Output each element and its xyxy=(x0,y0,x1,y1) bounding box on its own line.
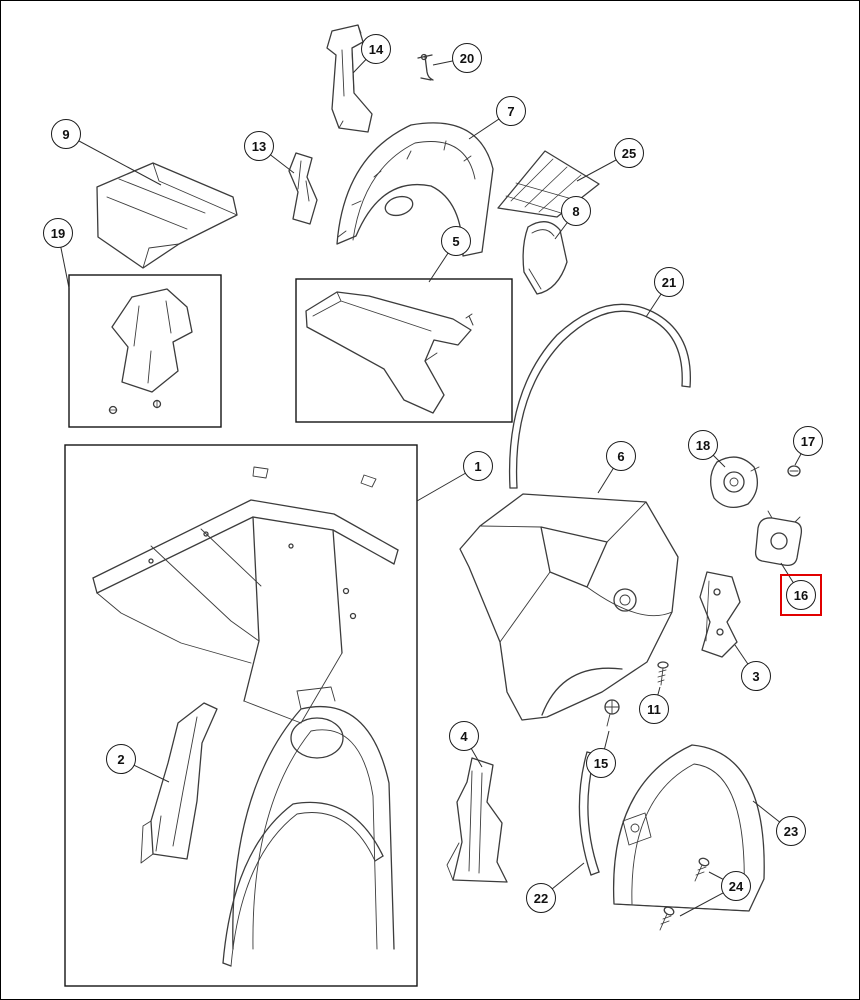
callout-14[interactable]: 14 xyxy=(361,34,391,64)
part-5-rail xyxy=(305,291,474,414)
part-24-screws xyxy=(659,857,710,931)
callout-22[interactable]: 22 xyxy=(526,883,556,913)
callout-21[interactable]: 21 xyxy=(654,267,684,297)
callout-3[interactable]: 3 xyxy=(741,661,771,691)
part-1-quarter-inner-assembly xyxy=(92,466,399,724)
callout-17[interactable]: 17 xyxy=(793,426,823,456)
part-4-pillar-section xyxy=(446,757,508,883)
callout-6[interactable]: 6 xyxy=(606,441,636,471)
part-19-pillar xyxy=(108,288,193,415)
part-14-bracket xyxy=(326,24,373,133)
callout-13[interactable]: 13 xyxy=(244,131,274,161)
part-6-quarter-panel xyxy=(459,493,679,721)
group-boxes xyxy=(64,274,513,987)
part-11-screw xyxy=(657,661,669,686)
callout-4[interactable]: 4 xyxy=(449,721,479,751)
part-15-clip xyxy=(604,699,620,727)
callout-5[interactable]: 5 xyxy=(441,226,471,256)
callout-1[interactable]: 1 xyxy=(463,451,493,481)
parts-line-art xyxy=(92,24,803,967)
callout-23[interactable]: 23 xyxy=(776,816,806,846)
group-box-part-1 xyxy=(64,444,418,987)
callout-8[interactable]: 8 xyxy=(561,196,591,226)
part-21-weatherstrip xyxy=(508,303,691,489)
callout-19[interactable]: 19 xyxy=(43,218,73,248)
part-16-fuel-door xyxy=(754,510,803,566)
callout-16[interactable]: 16 xyxy=(780,574,822,616)
part-23-wheelhouse-liner xyxy=(612,744,765,912)
callout-18[interactable]: 18 xyxy=(688,430,718,460)
group-box-part-5 xyxy=(295,278,513,423)
part-1-wheel-arch-strip xyxy=(222,801,384,967)
callout-11[interactable]: 11 xyxy=(639,694,669,724)
leader-line-9 xyxy=(65,133,162,186)
callout-20[interactable]: 20 xyxy=(452,43,482,73)
part-13-bracket xyxy=(288,152,318,225)
callout-2[interactable]: 2 xyxy=(106,744,136,774)
part-20-fastener xyxy=(417,53,434,81)
part-1-wheelhouse-inner xyxy=(232,686,395,950)
part-8-panel xyxy=(522,221,568,295)
callout-24[interactable]: 24 xyxy=(721,871,751,901)
group-box-part-19 xyxy=(68,274,222,428)
callout-9[interactable]: 9 xyxy=(51,119,81,149)
part-3-bracket xyxy=(699,571,741,658)
part-18-fuel-housing xyxy=(710,456,760,509)
part-9-panel xyxy=(96,162,238,269)
part-25-frame xyxy=(497,150,600,218)
callout-15[interactable]: 15 xyxy=(586,748,616,778)
part-17-grommet xyxy=(787,465,801,477)
part-7-wheelhouse-outer xyxy=(336,122,494,257)
callout-7[interactable]: 7 xyxy=(496,96,526,126)
callout-25[interactable]: 25 xyxy=(614,138,644,168)
part-2-pillar xyxy=(140,702,218,864)
